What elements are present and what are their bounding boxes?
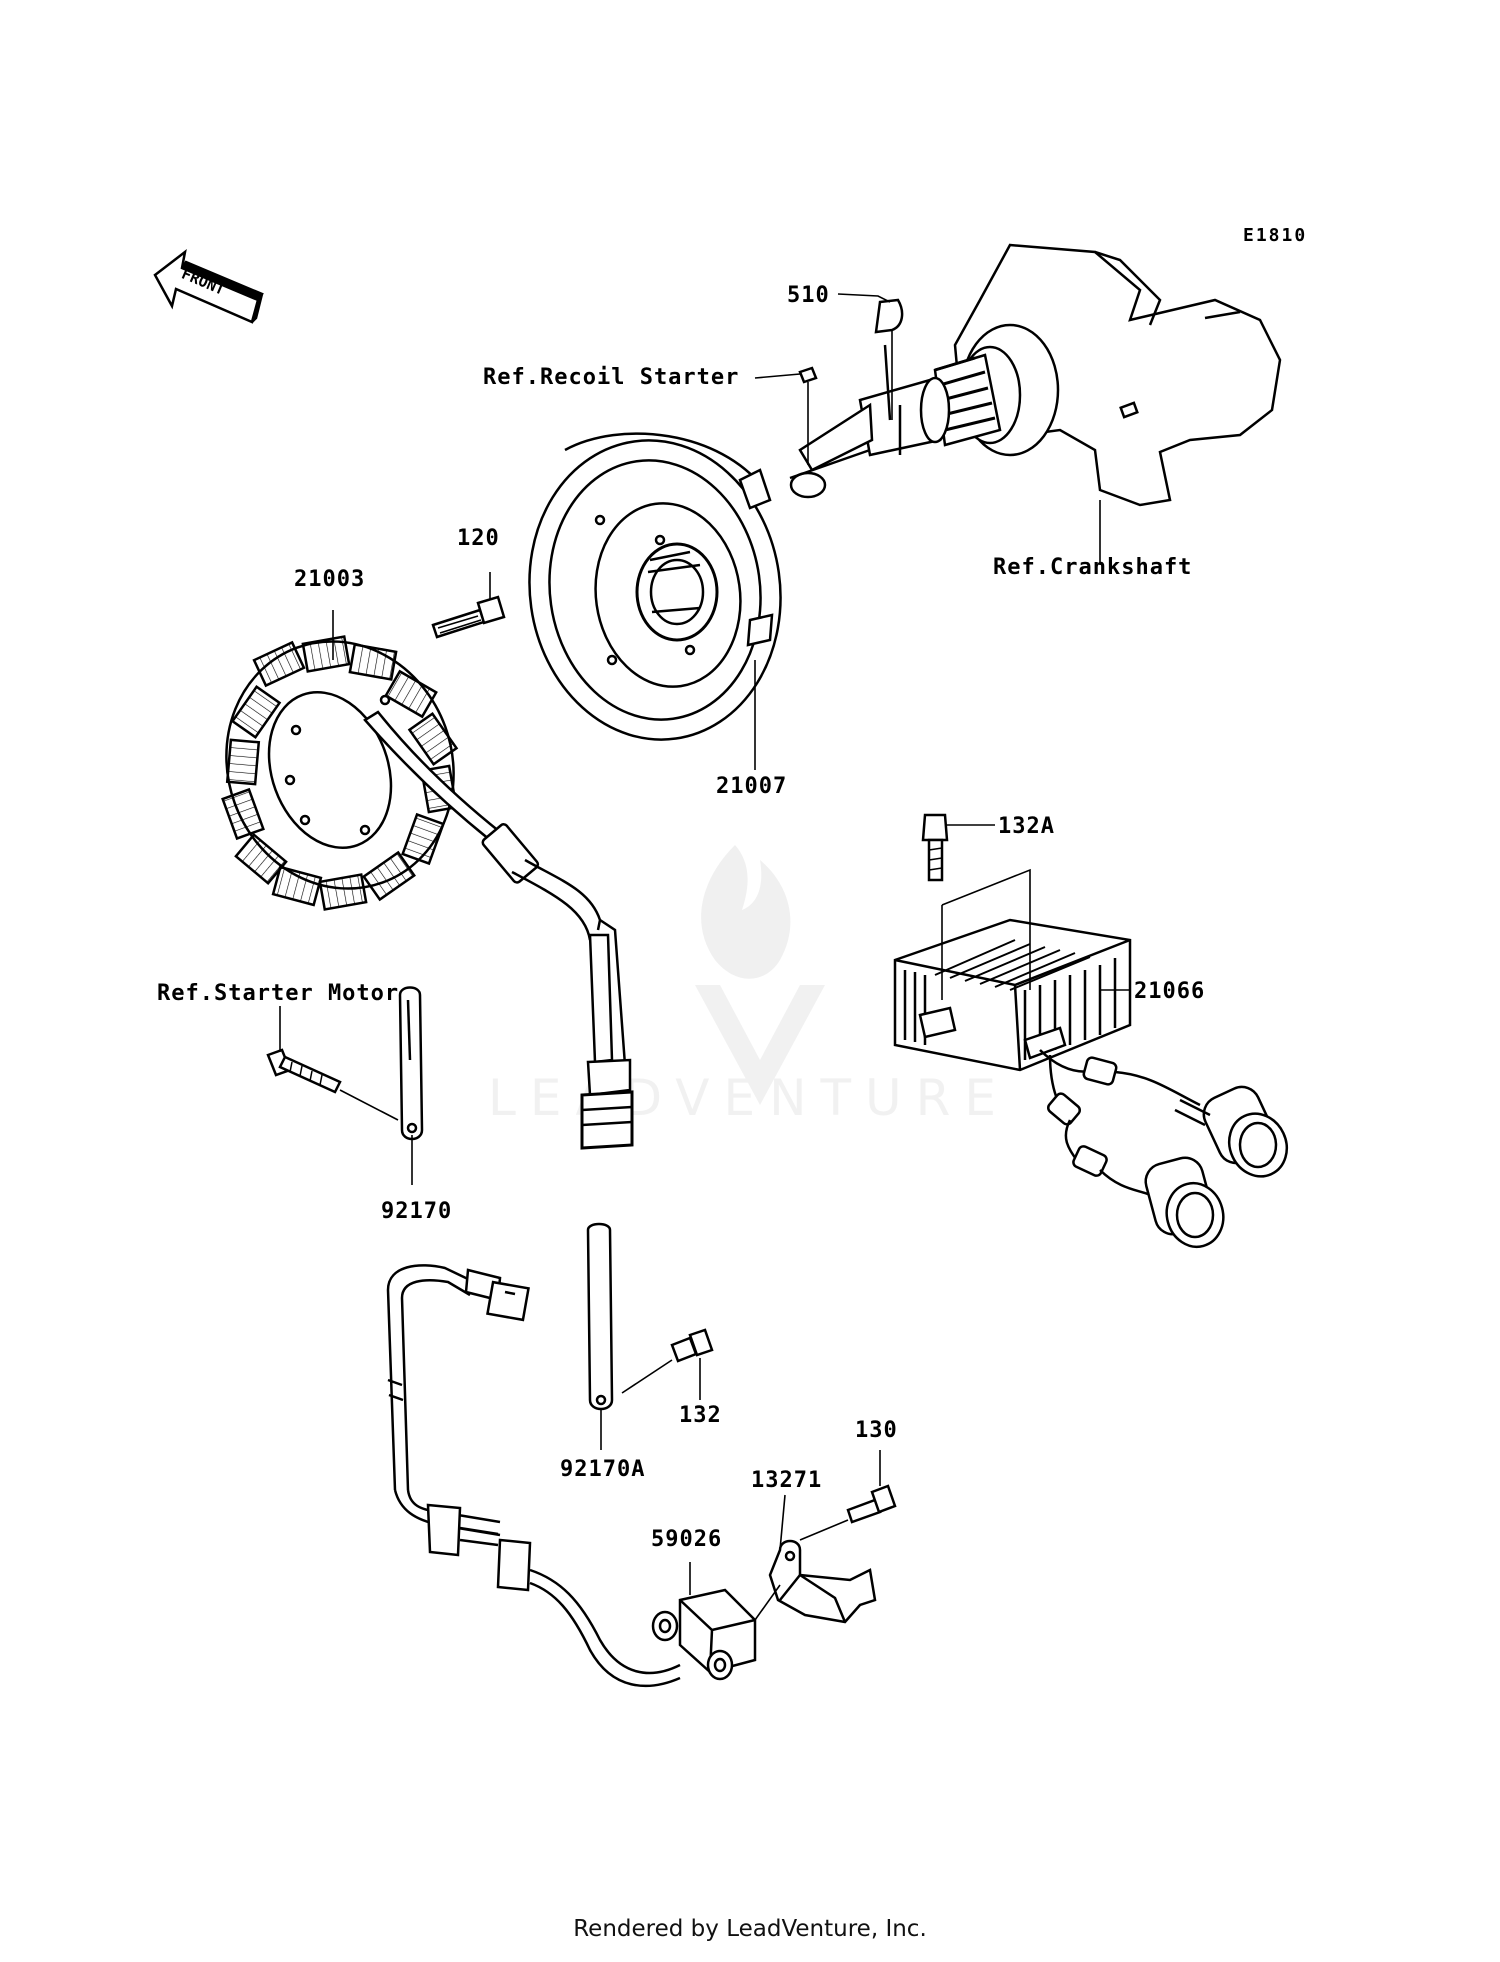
callout-leader-lines [279,293,1130,1621]
leadventure-watermark-logo: LEADVENTURE [488,845,1010,1127]
small-key-part [798,366,818,384]
woodruff-key-part [874,298,904,334]
starter-motor-bolt-part [266,1048,342,1094]
callout-21003: 21003 [294,567,366,592]
callout-132a: 132A [998,814,1055,839]
crankshaft-illustration [789,243,1282,507]
callout-13271: 13271 [751,1468,823,1493]
strap-92170-part [398,986,424,1141]
callout-120: 120 [457,526,500,551]
bolt-132a-part [921,813,949,882]
diagram-code: E1810 [1243,225,1307,246]
regulator-wire-connectors [1023,1026,1289,1248]
callout-ref-starter-motor: Ref.Starter Motor [157,981,400,1006]
front-direction-arrow: FRONT [153,249,264,324]
callout-ref-crankshaft: Ref.Crankshaft [993,555,1193,580]
callout-21007: 21007 [716,774,788,799]
regulator-rectifier-illustration [893,918,1132,1072]
callout-510: 510 [787,283,830,308]
pickup-coil-59026-part [651,1588,757,1681]
callout-92170: 92170 [381,1199,453,1224]
callout-130: 130 [855,1418,898,1443]
bracket-13271-part [768,1539,877,1624]
callout-59026: 59026 [651,1527,723,1552]
stator-wire-harness [363,710,634,1150]
bolt-120-part [431,595,506,639]
callout-92170a: 92170A [560,1457,646,1482]
callout-132: 132 [679,1403,722,1428]
callout-ref-recoil-starter: Ref.Recoil Starter [483,365,740,390]
watermark-text: LEADVENTURE [488,1069,1010,1127]
pickup-coil-harness [386,1264,681,1688]
stator-illustration [221,635,459,911]
footer-credit: Rendered by LeadVenture, Inc. [573,1916,927,1942]
bolt-132-part [670,1328,714,1363]
callout-21066: 21066 [1134,979,1206,1004]
strap-92170a-part [586,1222,614,1411]
bolt-130-part [846,1484,897,1524]
rotor-flywheel-illustration [528,432,782,741]
